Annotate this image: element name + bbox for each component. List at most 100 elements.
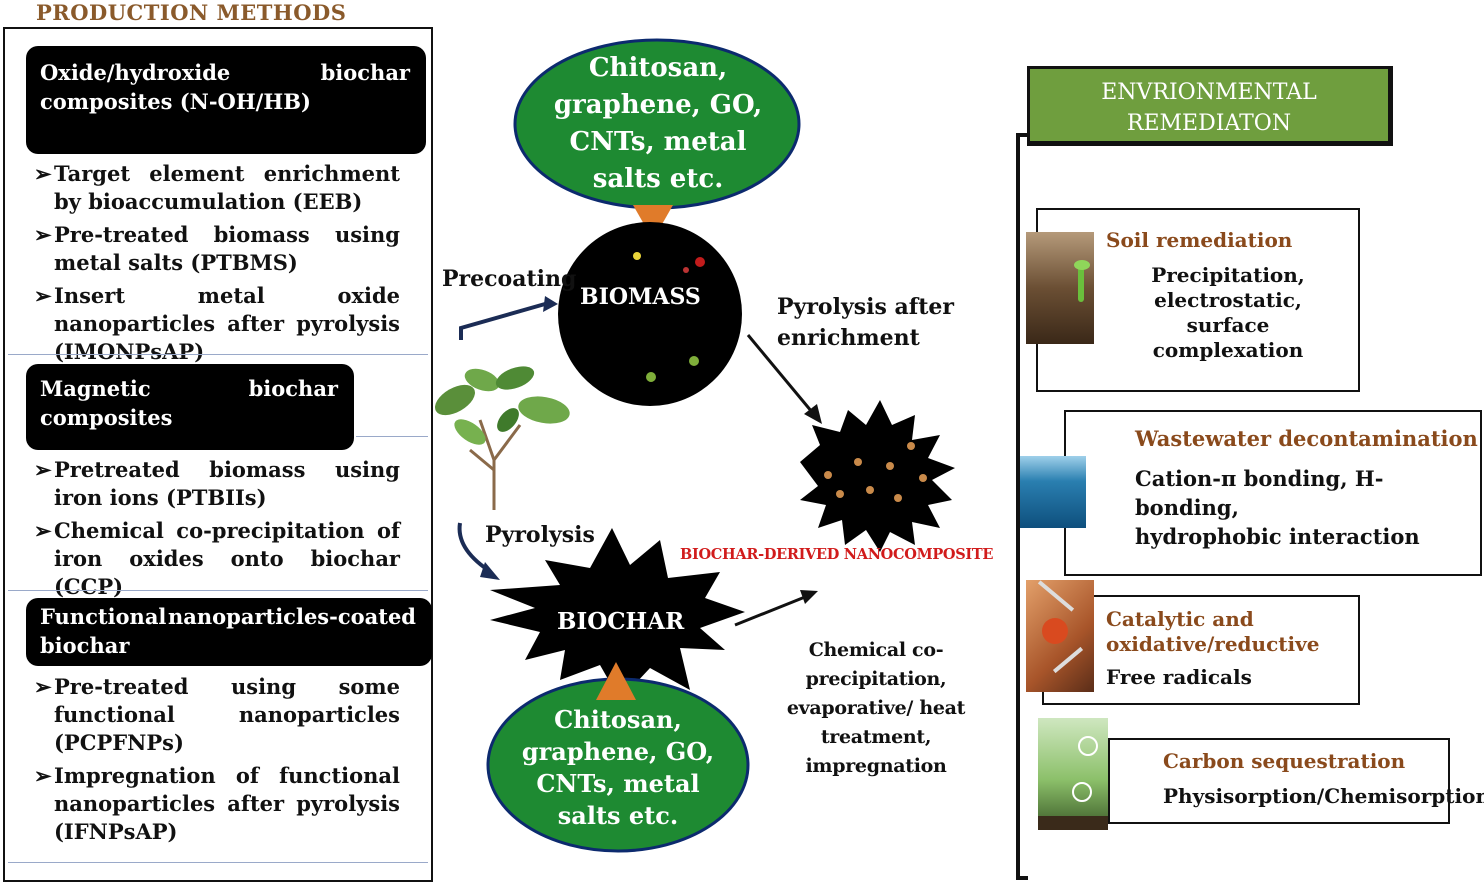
label-line: enrichment bbox=[777, 325, 920, 351]
catalytic-box bbox=[1042, 595, 1360, 705]
additives-line: salts etc. bbox=[557, 801, 679, 830]
section-divider bbox=[8, 354, 428, 355]
particle-dot bbox=[894, 494, 902, 502]
box-title: Wastewater decontamination bbox=[1135, 426, 1478, 451]
list-item: ➢ Pretreated biomass using iron ions (PT… bbox=[34, 456, 400, 512]
chemical-methods-label: Chemical co-precipitation, evaporative/ … bbox=[750, 636, 1002, 781]
list-item: ➢ Chemical co-precipitation of iron oxid… bbox=[34, 517, 400, 601]
box-text-line: hydrophobic interaction bbox=[1135, 524, 1420, 549]
additives-line: graphene, GO, bbox=[521, 737, 715, 766]
production-methods-panel bbox=[3, 27, 433, 882]
section-divider bbox=[8, 590, 428, 591]
label-line: Pyrolysis after bbox=[777, 294, 954, 320]
nanocomposite-shape bbox=[800, 400, 955, 552]
plant-icon bbox=[435, 366, 570, 510]
list-item: ➢ Pre-treated using some functional nano… bbox=[34, 673, 400, 757]
box-text: Physisorption/Chemisorption bbox=[1163, 784, 1484, 808]
particle-dot bbox=[683, 267, 689, 273]
arrowhead bbox=[800, 590, 818, 604]
section-header-magnetic: Magnetic biochar composites bbox=[26, 364, 354, 450]
box-text-line: Precipitation, bbox=[1151, 263, 1305, 287]
section-header-line: biochar bbox=[248, 376, 338, 401]
bullet-arrow-icon: ➢ bbox=[34, 457, 52, 482]
section-divider bbox=[8, 862, 428, 863]
section-header-line: biochar bbox=[320, 60, 410, 85]
additives-line: Chitosan, bbox=[554, 705, 682, 734]
particle-dot bbox=[886, 462, 894, 470]
label-line: evaporative/ heat bbox=[786, 697, 966, 719]
list-item: ➢ Insert metal oxide nanoparticles after… bbox=[34, 282, 400, 366]
arrowhead bbox=[804, 404, 822, 424]
molecule-icon bbox=[1026, 580, 1094, 692]
section-divider bbox=[356, 436, 428, 437]
list-item-text: Pre-treated biomass using metal salts (P… bbox=[54, 222, 400, 275]
arrowhead bbox=[480, 562, 500, 580]
bullet-arrow-icon: ➢ bbox=[34, 283, 52, 308]
label-line: treatment, impregnation bbox=[805, 726, 947, 777]
bullet-arrow-icon: ➢ bbox=[34, 674, 52, 699]
label-line: Chemical co-precipitation, bbox=[805, 639, 947, 690]
box-title: Carbon sequestration bbox=[1163, 749, 1406, 773]
water-surface-icon bbox=[1020, 456, 1086, 528]
particle-dot bbox=[836, 490, 844, 498]
list-item: ➢ Target element enrichment by bioaccumu… bbox=[34, 160, 400, 216]
particle-dot bbox=[695, 257, 705, 267]
additives-text-top: Chitosan, graphene, GO, CNTs, metal salt… bbox=[520, 50, 796, 198]
particle-dot bbox=[824, 471, 832, 479]
box-title-line: oxidative/reductive bbox=[1106, 632, 1320, 656]
pyrolysis-after-enrichment-label: Pyrolysis after enrichment bbox=[777, 292, 954, 354]
box-title-line: Catalytic and bbox=[1106, 607, 1254, 631]
section-header-line: composites bbox=[40, 405, 173, 430]
box-text-line: Cation-π bonding, H-bonding, bbox=[1135, 466, 1384, 520]
section-header-functional: Functional nanoparticles-coated biochar bbox=[26, 598, 432, 666]
bullet-arrow-icon: ➢ bbox=[34, 763, 52, 788]
particle-dot bbox=[646, 372, 656, 382]
section-header-line: nanoparticles-coated bbox=[168, 604, 416, 629]
nanocomposite-label: BIOCHAR-DERIVED NANOCOMPOSITE bbox=[680, 546, 994, 563]
section-header-line: composites (N-OH/HB) bbox=[40, 89, 311, 114]
biochar-star bbox=[490, 528, 745, 700]
list-item: ➢ Pre-treated biomass using metal salts … bbox=[34, 221, 400, 277]
impregnation-arrow bbox=[734, 595, 806, 627]
particle-dot bbox=[633, 252, 641, 260]
additives-line: CNTs, metal bbox=[536, 769, 700, 798]
particle-dot bbox=[854, 458, 862, 466]
production-methods-title: PRODUCTION METHODS bbox=[36, 0, 347, 25]
section-header-line: biochar bbox=[40, 633, 130, 658]
list-item-text: Impregnation of functional nanoparticles… bbox=[54, 763, 400, 844]
particle-dot bbox=[866, 486, 874, 494]
header-line: ENVRIONMENTAL bbox=[1101, 80, 1317, 105]
pyrolysis-label: Pyrolysis bbox=[485, 522, 595, 548]
pyrolysis-arrow bbox=[457, 522, 490, 572]
box-title: Catalytic and oxidative/reductive bbox=[1106, 607, 1319, 657]
list-item-text: Target element enrichment by bioaccumula… bbox=[54, 161, 400, 214]
section-header-line: Functional bbox=[40, 604, 167, 629]
particle-dot bbox=[689, 356, 699, 366]
environmental-remediation-header: ENVRIONMENTAL REMEDIATON bbox=[1027, 66, 1393, 146]
list-item-text: Chemical co-precipitation of iron oxides… bbox=[54, 518, 400, 599]
box-text: Free radicals bbox=[1106, 665, 1252, 689]
additives-line: salts etc. bbox=[592, 164, 724, 194]
bullet-arrow-icon: ➢ bbox=[34, 161, 52, 186]
leaf-bubbles-icon bbox=[1038, 718, 1108, 830]
arrowhead bbox=[543, 296, 558, 312]
additives-text-bottom: Chitosan, graphene, GO, CNTs, metal salt… bbox=[488, 704, 748, 832]
additives-line: Chitosan, bbox=[588, 53, 728, 83]
biomass-label: BIOMASS bbox=[580, 284, 701, 310]
enrichment-arrow bbox=[746, 334, 814, 413]
biochar-label: BIOCHAR bbox=[557, 608, 685, 635]
soil-sprout-icon bbox=[1026, 232, 1094, 344]
list-item: ➢ Impregnation of functional nanoparticl… bbox=[34, 762, 400, 846]
box-text: Precipitation, electrostatic, surface co… bbox=[1110, 263, 1346, 363]
list-item-text: Insert metal oxide nanoparticles after p… bbox=[54, 283, 400, 364]
section-header-line: Magnetic bbox=[40, 376, 151, 401]
list-item-text: Pre-treated using some functional nanopa… bbox=[54, 674, 400, 755]
box-text-line: electrostatic, surface bbox=[1154, 288, 1302, 337]
remediation-bracket bbox=[1016, 133, 1028, 880]
list-item-text: Pretreated biomass using iron ions (PTBI… bbox=[54, 457, 400, 510]
box-title: Soil remediation bbox=[1106, 228, 1293, 252]
section-header-oxide-hydroxide: Oxide/hydroxide biochar composites (N-OH… bbox=[26, 46, 426, 154]
box-text: Cation-π bonding, H-bonding, hydrophobic… bbox=[1135, 464, 1484, 551]
additives-line: graphene, GO, bbox=[553, 90, 763, 120]
